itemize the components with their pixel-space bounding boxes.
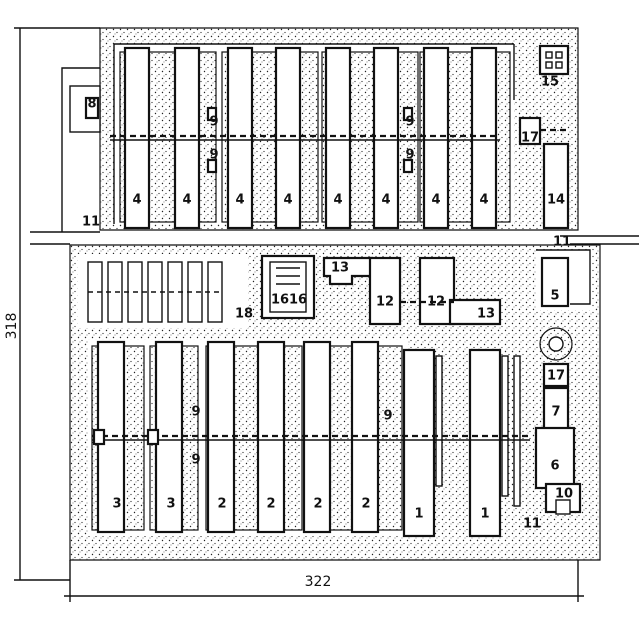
label-1: 1	[480, 507, 489, 522]
label-14: 14	[547, 193, 565, 208]
label-4: 4	[182, 193, 191, 208]
label-15: 15	[541, 75, 559, 90]
label-3: 3	[166, 497, 175, 512]
label-12: 12	[427, 295, 445, 310]
label-13: 13	[331, 261, 349, 276]
building-labels: 4 4 4 4 4 4 4 4 8 11 15 17 14 11 9 9 9 9…	[82, 75, 573, 532]
width-dimension: 322	[305, 574, 332, 590]
label-12: 12	[376, 295, 394, 310]
label-2: 2	[361, 497, 370, 512]
label-2: 2	[217, 497, 226, 512]
label-17: 17	[547, 369, 565, 384]
label-11: 11	[82, 215, 100, 230]
label-5: 5	[550, 289, 559, 304]
label-9: 9	[191, 405, 200, 420]
label-9: 9	[405, 115, 414, 130]
label-11: 11	[523, 517, 541, 532]
height-dimension: 318	[4, 313, 20, 340]
label-9: 9	[405, 148, 414, 163]
label-4: 4	[333, 193, 342, 208]
label-11: 11	[553, 235, 571, 250]
label-4: 4	[381, 193, 390, 208]
south-buildings	[88, 340, 530, 538]
label-4: 4	[283, 193, 292, 208]
east-south-buildings	[534, 249, 592, 515]
label-9: 9	[209, 115, 218, 130]
label-4: 4	[132, 193, 141, 208]
label-1: 1	[414, 507, 423, 522]
label-18: 18	[235, 307, 253, 322]
north-buildings	[110, 46, 500, 230]
label-7: 7	[551, 405, 560, 420]
label-9: 9	[191, 453, 200, 468]
east-north-buildings	[518, 44, 570, 230]
label-8: 8	[87, 97, 96, 112]
label-4: 4	[479, 193, 488, 208]
label-16: 16	[289, 293, 307, 308]
label-4: 4	[235, 193, 244, 208]
label-9: 9	[383, 409, 392, 424]
central-zone	[78, 254, 502, 328]
label-4: 4	[431, 193, 440, 208]
label-10: 10	[555, 487, 573, 502]
label-2: 2	[266, 497, 275, 512]
label-17: 17	[521, 131, 539, 146]
label-2: 2	[313, 497, 322, 512]
label-6: 6	[550, 459, 559, 474]
dimension-lines	[14, 27, 584, 602]
label-16: 16	[271, 293, 289, 308]
label-3: 3	[112, 497, 121, 512]
label-9: 9	[209, 148, 218, 163]
label-13: 13	[477, 307, 495, 322]
